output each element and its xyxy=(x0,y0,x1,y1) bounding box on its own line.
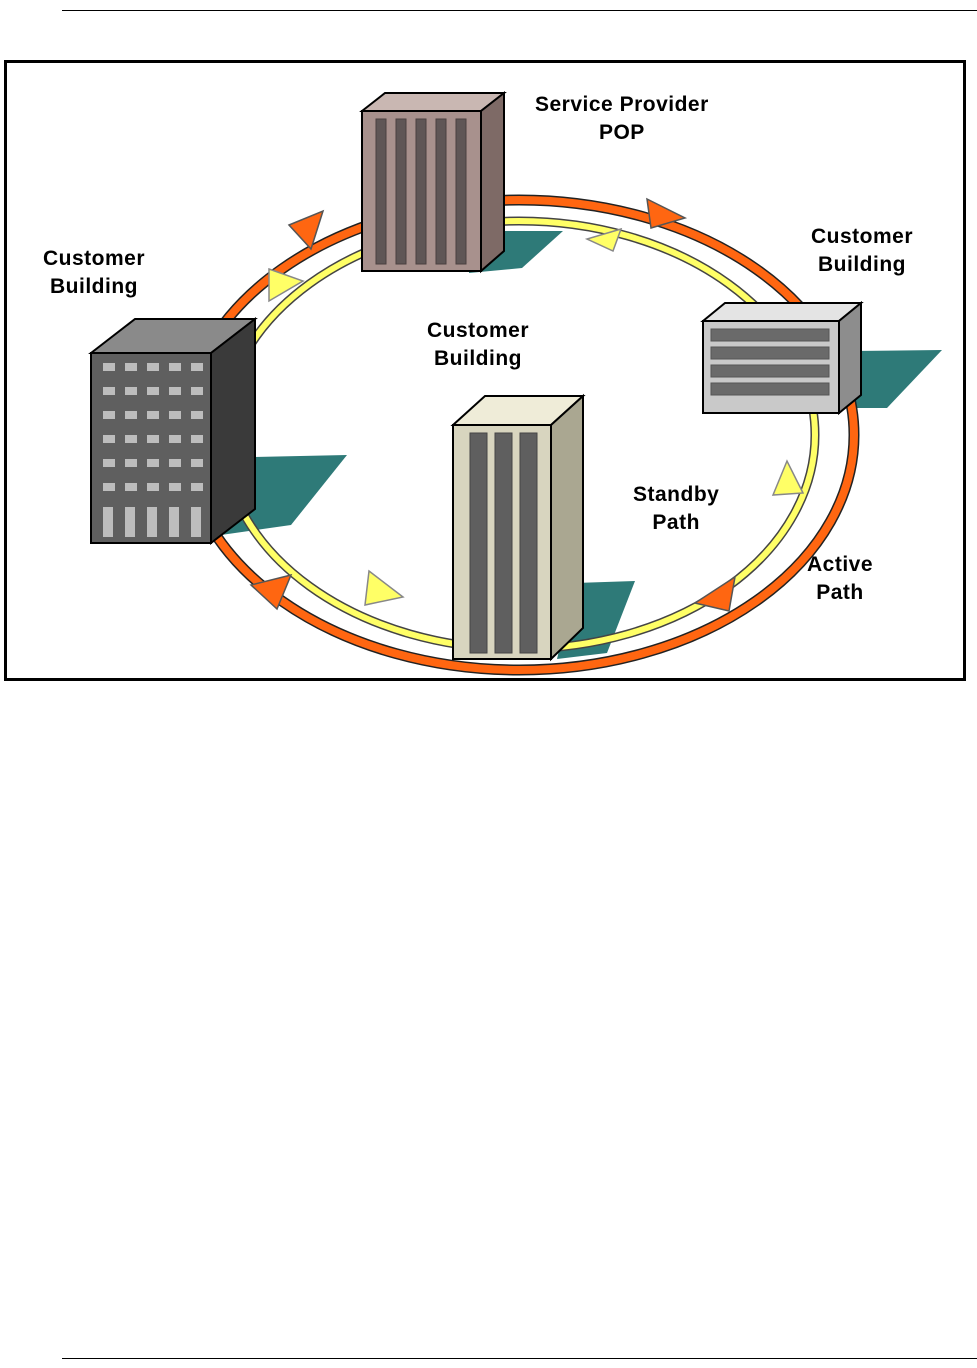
left-building-label: Customer Building xyxy=(43,245,145,301)
ring-topology-diagram: Service Provider POP Customer Building C… xyxy=(4,60,966,681)
right-shadow xyxy=(853,350,942,408)
left-building-icon xyxy=(91,319,255,543)
right-building-icon xyxy=(703,303,861,413)
pop-building-icon xyxy=(362,93,504,271)
pop-label: Service Provider POP xyxy=(535,91,709,147)
footer-rule xyxy=(62,1358,977,1359)
header-rule xyxy=(62,10,977,11)
standby-arrow-bottom-left xyxy=(365,571,403,605)
standby-arrow-right xyxy=(773,461,803,495)
center-building-label: Customer Building xyxy=(427,317,529,373)
right-building-label: Customer Building xyxy=(811,223,913,279)
active-path-label: Active Path xyxy=(807,551,873,607)
standby-path-label: Standby Path xyxy=(633,481,719,537)
center-building-icon xyxy=(453,396,583,659)
